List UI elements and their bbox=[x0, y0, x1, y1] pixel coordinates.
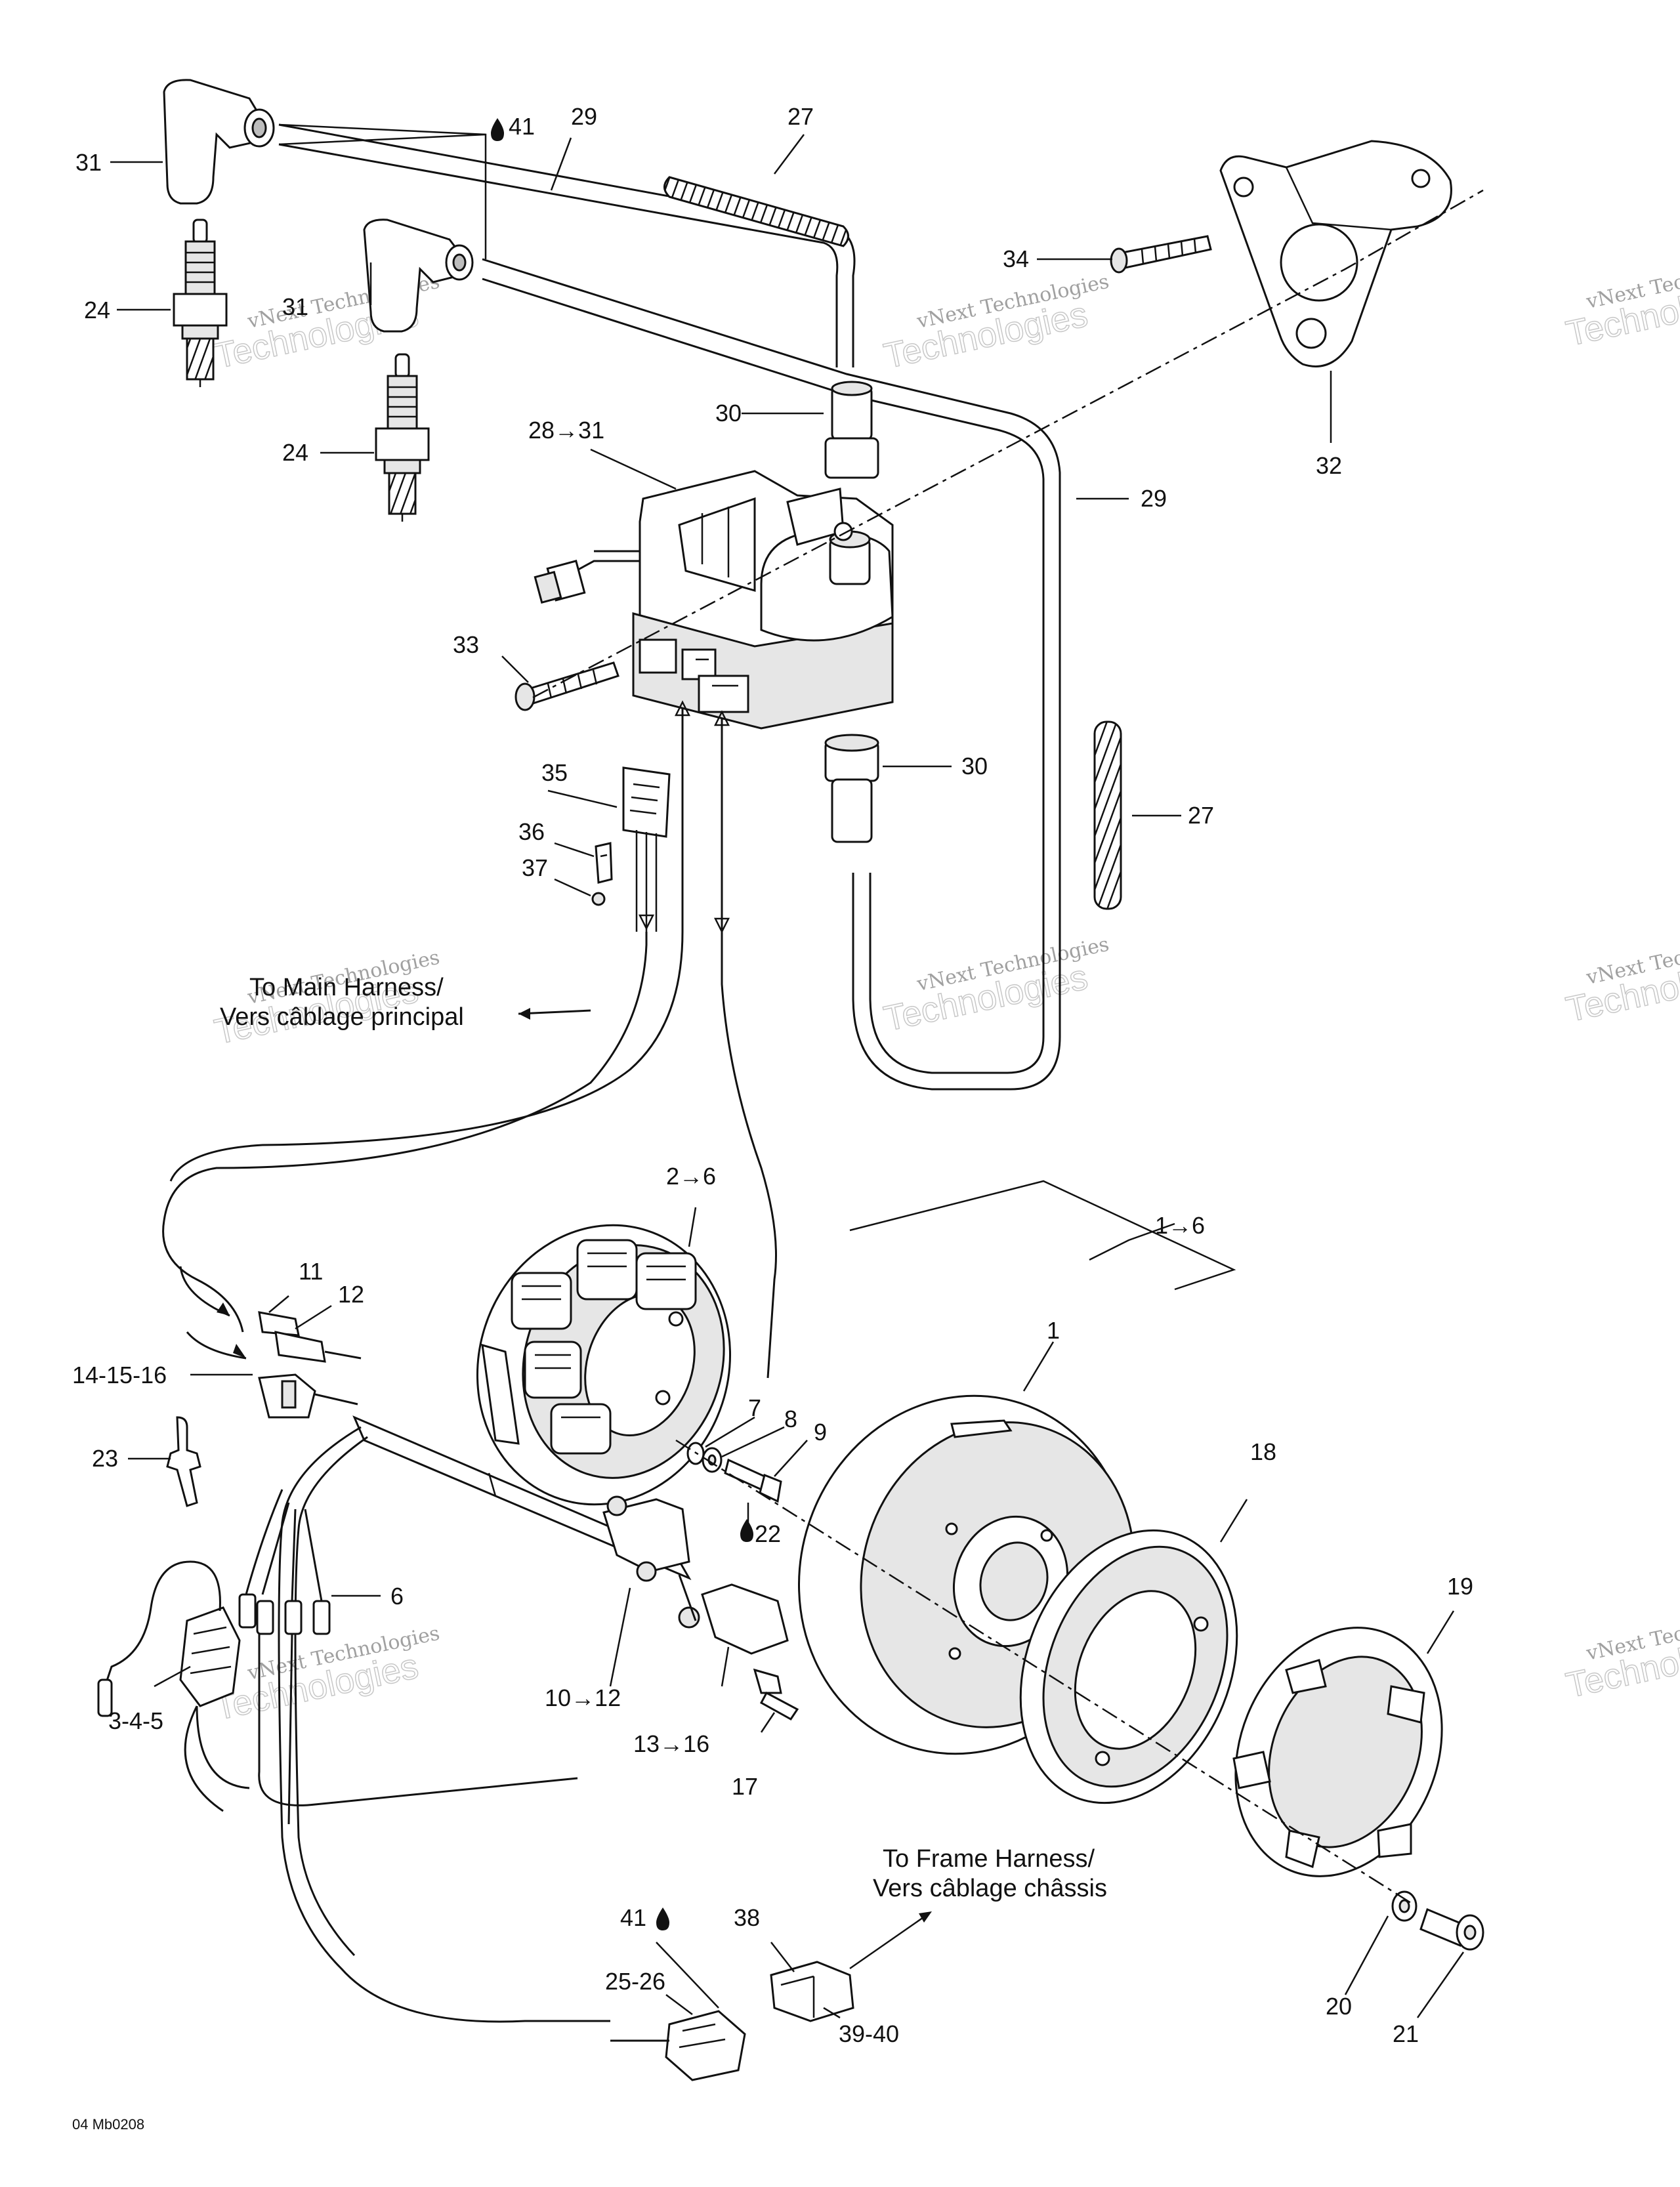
seal-37 bbox=[591, 892, 606, 906]
callout-22: 22 bbox=[755, 1520, 781, 1547]
callout-20: 20 bbox=[1326, 1993, 1352, 2020]
callout-37: 37 bbox=[522, 854, 548, 881]
caption-main-harness: To Main Harness/ bbox=[249, 974, 444, 1001]
stator-harness bbox=[97, 1426, 610, 2023]
callout-28-31: 28→31 bbox=[528, 417, 604, 444]
callout-7: 7 bbox=[748, 1394, 761, 1421]
mounting-bracket bbox=[1219, 140, 1452, 367]
watermark-9: vNext Technologies Technologies bbox=[1563, 1602, 1680, 1706]
callout-14-15-16: 14-15-16 bbox=[72, 1362, 167, 1388]
screw-21 bbox=[1419, 1907, 1484, 1951]
callout-9: 9 bbox=[814, 1419, 827, 1446]
bolt-33 bbox=[514, 661, 620, 711]
caption-frame-harness: To Frame Harness/ bbox=[883, 1845, 1095, 1873]
seal-upper bbox=[824, 381, 879, 479]
watermark-7: vNext Technologies Technologies bbox=[211, 1622, 442, 1728]
callout-32: 32 bbox=[1316, 452, 1342, 479]
bracket-1-6 bbox=[849, 1180, 1236, 1291]
callout-27: 27 bbox=[1188, 802, 1214, 829]
connector-14-15-16 bbox=[258, 1373, 358, 1419]
trigger-coil bbox=[352, 1415, 789, 1655]
protector-sleeve-upper bbox=[663, 176, 849, 247]
callout-2-6: 2→6 bbox=[666, 1163, 716, 1190]
callout-10-12: 10→12 bbox=[545, 1684, 621, 1711]
starter-pulley bbox=[1019, 1529, 1238, 1804]
callout-25-26: 25-26 bbox=[605, 1968, 665, 1995]
callout-19: 19 bbox=[1447, 1573, 1473, 1600]
callout-36: 36 bbox=[518, 818, 545, 845]
loctite-drop-icons bbox=[491, 118, 753, 1930]
watermark-6: vNext Technologies Technologies bbox=[1563, 927, 1680, 1030]
callout-13-16: 13→16 bbox=[633, 1730, 709, 1757]
callout-24: 24 bbox=[282, 439, 308, 466]
callout-31: 31 bbox=[75, 149, 102, 176]
callout-8: 8 bbox=[784, 1406, 797, 1432]
bolt-34 bbox=[1110, 235, 1212, 274]
watermark-5: vNext Technologies Technologies bbox=[880, 933, 1111, 1039]
callout-1-6: 1→6 bbox=[1155, 1212, 1205, 1239]
callout-21: 21 bbox=[1393, 2020, 1419, 2047]
callout-33: 33 bbox=[453, 631, 479, 658]
harness-captions: To Main Harness/ Vers câblage principal … bbox=[220, 974, 1107, 1902]
callout-12: 12 bbox=[338, 1281, 364, 1308]
washer-20 bbox=[1391, 1890, 1418, 1922]
callout-1: 1 bbox=[1047, 1317, 1060, 1344]
callout-31: 31 bbox=[282, 293, 308, 320]
callout-35: 35 bbox=[541, 759, 568, 786]
callout-leaders bbox=[110, 123, 1465, 2019]
callout-23: 23 bbox=[92, 1445, 118, 1472]
callout-18: 18 bbox=[1250, 1438, 1276, 1465]
callout-30: 30 bbox=[961, 753, 988, 780]
callout-30: 30 bbox=[715, 400, 742, 427]
harness-routing bbox=[162, 700, 777, 1379]
callout-27: 27 bbox=[788, 103, 814, 130]
assembly-axes bbox=[532, 189, 1484, 1904]
cable-tie-23 bbox=[166, 1416, 201, 1507]
spark-plug-upper bbox=[173, 219, 228, 387]
connector-38 bbox=[770, 1961, 854, 2022]
watermark-2: vNext Technologies Technologies bbox=[880, 270, 1111, 377]
starter-cup bbox=[1232, 1627, 1443, 1877]
connector-housing-35 bbox=[622, 766, 671, 932]
connector-11-12 bbox=[258, 1311, 362, 1363]
flat-washer-8 bbox=[702, 1447, 723, 1473]
callout-29: 29 bbox=[571, 103, 597, 130]
flywheel bbox=[798, 1394, 1135, 1755]
drawing-code: 04 Mb0208 bbox=[72, 2116, 144, 2133]
connector-25-26 bbox=[610, 2010, 746, 2081]
caption-main-harness-fr: Vers câblage principal bbox=[220, 1003, 464, 1031]
spark-plug-cap-upper bbox=[163, 79, 275, 205]
screw-17 bbox=[753, 1668, 799, 1720]
caption-frame-harness-fr: Vers câblage châssis bbox=[873, 1875, 1107, 1902]
drop-icon bbox=[491, 118, 504, 141]
callout-6: 6 bbox=[390, 1583, 404, 1610]
terminal-36 bbox=[595, 842, 613, 884]
callout-34: 34 bbox=[1003, 245, 1029, 272]
callout-41: 41 bbox=[509, 113, 535, 140]
callout-41: 41 bbox=[620, 1904, 646, 1931]
drop-icon bbox=[740, 1519, 753, 1542]
callout-17: 17 bbox=[732, 1773, 758, 1800]
seal-lower bbox=[824, 734, 879, 843]
callout-29: 29 bbox=[1141, 485, 1167, 512]
protector-sleeve-lower bbox=[1093, 720, 1122, 910]
stator-assembly bbox=[476, 1224, 732, 1506]
spark-plug-lower bbox=[375, 353, 430, 522]
callout-3-4-5: 3-4-5 bbox=[108, 1707, 163, 1734]
watermark-3: vNext Technologies Technologies bbox=[1563, 251, 1680, 354]
ignition-coil bbox=[534, 470, 894, 730]
callout-11: 11 bbox=[299, 1258, 323, 1285]
callout-labels: 31 41 29 27 31 24 24 34 30 28→31 29 32 3… bbox=[72, 103, 1473, 2047]
drop-icon bbox=[656, 1907, 669, 1930]
callout-39-40: 39-40 bbox=[839, 2020, 899, 2047]
spark-plug-cap-lower bbox=[363, 219, 474, 333]
screw-9 bbox=[724, 1458, 782, 1503]
callout-38: 38 bbox=[734, 1904, 760, 1931]
callout-24: 24 bbox=[84, 297, 110, 323]
